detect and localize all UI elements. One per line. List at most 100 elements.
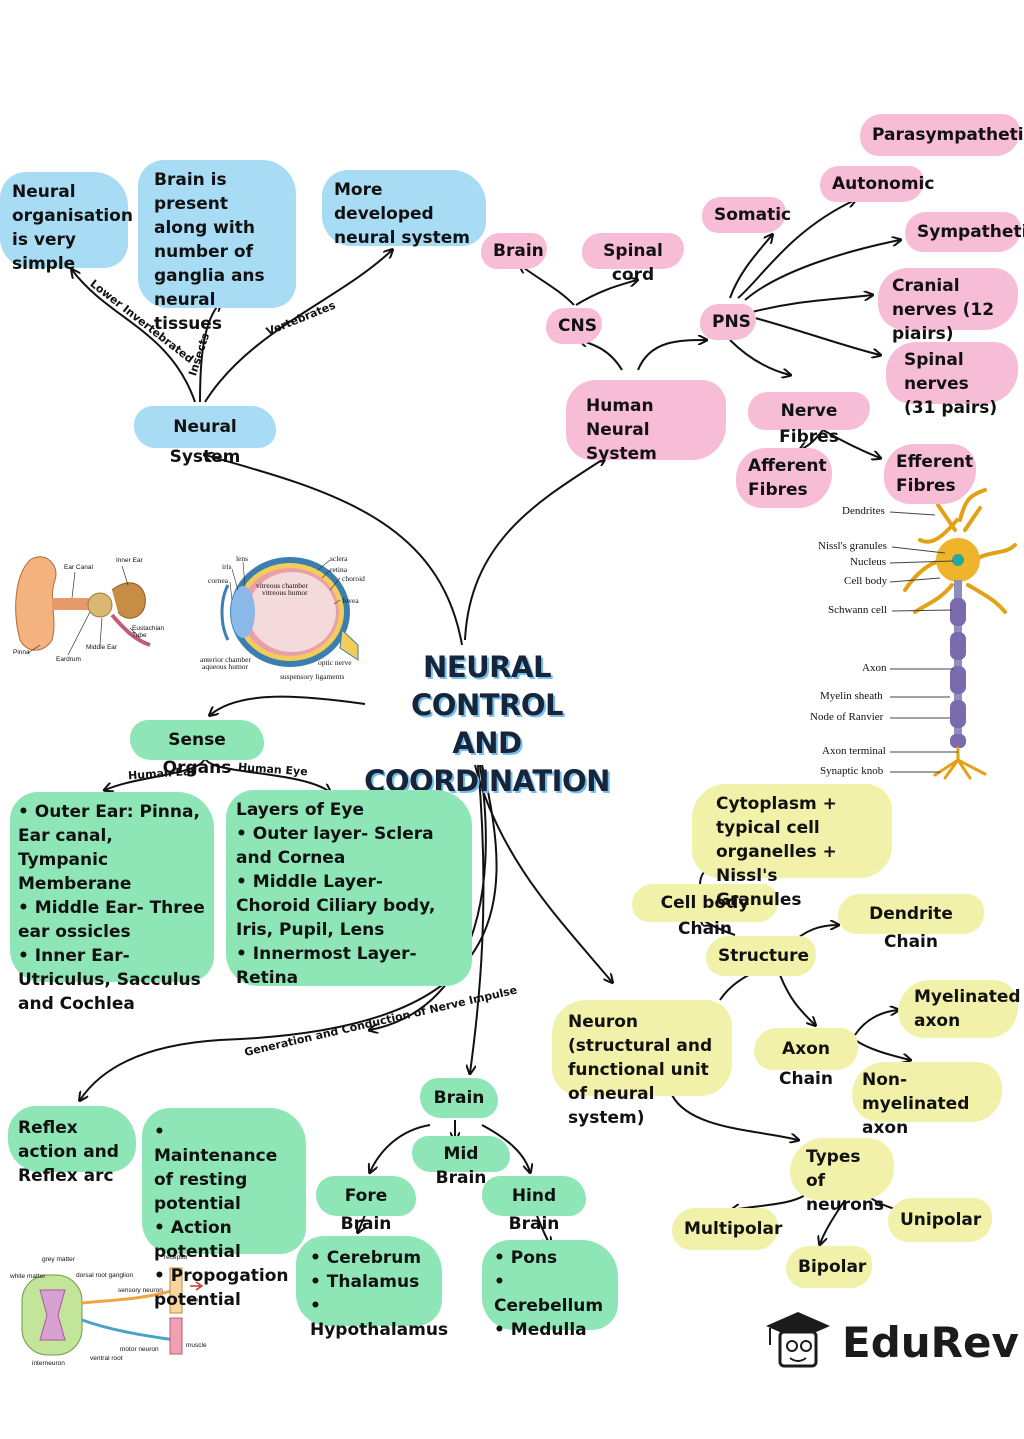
reflex-label-grey-matter: grey matter bbox=[42, 1256, 75, 1263]
insects-node: Brain is present along with number of ga… bbox=[138, 160, 296, 334]
eye-item-innermost: • Innermost Layer- Retina bbox=[236, 944, 417, 988]
fore-brain-items: • Cerebrum • Thalamus • Hypothalamus bbox=[296, 1236, 448, 1340]
arrow-autonomic bbox=[737, 200, 855, 299]
dendrite-chain-node: Dendrite Chain bbox=[838, 894, 984, 952]
eye-diagram bbox=[220, 557, 359, 667]
arrow-reflex bbox=[80, 764, 498, 1100]
edurev-logo bbox=[766, 1312, 830, 1368]
ear-item-inner: • Inner Ear- Utriculus, Sacculus and Coc… bbox=[18, 946, 201, 1014]
neural-system-node: Neural System bbox=[134, 406, 276, 467]
cytoplasm-node: Cytoplasm + typical cell organelles + Ni… bbox=[692, 784, 892, 910]
arrow-non-myelinated bbox=[854, 1039, 910, 1060]
arrow-nerve-fibres bbox=[729, 339, 790, 375]
neuron-diagram bbox=[889, 488, 1017, 780]
pns-node: PNS bbox=[700, 304, 756, 340]
reflex-arc-diagram bbox=[21, 1267, 204, 1356]
arrow-sense-organs bbox=[210, 695, 366, 715]
nerve-fibres-node: Nerve Fibres bbox=[748, 392, 870, 447]
neuron-label-node-ranvier: Node of Ranvier bbox=[810, 711, 884, 723]
types-node: Types of neurons bbox=[790, 1138, 894, 1215]
reflex-node: Reflex action and Reflex arc bbox=[8, 1106, 136, 1186]
autonomic-node: Autonomic bbox=[820, 166, 934, 202]
neuron-label-nucleus: Nucleus bbox=[850, 556, 887, 568]
brain-node: Brain bbox=[481, 233, 547, 269]
human-neural-system-node: Human Neural System bbox=[566, 380, 726, 464]
arrow-fore-brain bbox=[370, 1124, 431, 1172]
mid-brain-node: Mid Brain bbox=[412, 1136, 510, 1188]
arrow-lower bbox=[72, 270, 196, 403]
eye-label-aqueous-humor: aqueous humor bbox=[202, 662, 249, 671]
arrow-insects bbox=[199, 303, 220, 403]
arrow-to-neural-system bbox=[205, 455, 463, 646]
impulse-item-action: • Action potential bbox=[154, 1218, 241, 1262]
ear-label-canal: Ear Canal bbox=[64, 564, 93, 571]
human-ear-node: • Outer Ear: Pinna, Ear canal, Tympanic … bbox=[10, 792, 214, 1014]
arrow-neuron bbox=[474, 764, 612, 982]
neuron-label-axon: Axon bbox=[862, 662, 887, 674]
spinal-nerves-node: Spinal nerves (31 pairs) bbox=[886, 342, 1018, 418]
arrow-spinal-cord bbox=[575, 280, 637, 306]
reflex-label-muscle: muscle bbox=[186, 1342, 207, 1349]
eye-label-vitreous-chamber: vitreous chamber bbox=[256, 581, 308, 590]
bipolar-node: Bipolar bbox=[786, 1246, 872, 1288]
arrow-types bbox=[671, 1094, 798, 1140]
main-title: NEURAL CONTROL AND COORDINATION bbox=[358, 648, 616, 800]
human-eye-node: Layers of Eye • Outer layer- Sclera and … bbox=[226, 790, 472, 988]
eye-label-lens: lens bbox=[236, 554, 249, 563]
arrow-to-human-neural bbox=[464, 458, 605, 641]
cell-body-chain-node: Cell body Chain bbox=[632, 884, 778, 939]
eye-item-heading: Layers of Eye bbox=[236, 800, 365, 820]
lower-invertebrates-node: Neural organisation is very simple bbox=[0, 172, 133, 274]
unipolar-node: Unipolar bbox=[888, 1198, 992, 1242]
reflex-label-ventral-root: ventral root bbox=[90, 1355, 123, 1362]
eye-label-vitreous-humor: vitreous humor bbox=[262, 588, 308, 597]
eye-label-anterior-chamber: anterior chamber bbox=[200, 655, 252, 664]
impulse-item-resting: • Maintenance of resting potential bbox=[154, 1122, 278, 1214]
ear-label-middle: Middle Ear bbox=[86, 644, 118, 651]
fore-item-hypothalamus: • Hypothalamus bbox=[310, 1296, 449, 1340]
hind-item-pons: • Pons bbox=[494, 1248, 558, 1268]
title-line-2: AND bbox=[452, 726, 522, 760]
reflex-label-interneuron: interneuron bbox=[32, 1360, 65, 1367]
reflex-label-white-matter: white matter bbox=[10, 1273, 46, 1280]
brain-bottom-node: Brain bbox=[420, 1078, 498, 1118]
arrow-sympathetic bbox=[744, 240, 900, 301]
non-myelinated-node: Non-myelinated axon bbox=[852, 1062, 1002, 1138]
eye-label-iris: iris bbox=[222, 562, 232, 571]
eye-item-outer: • Outer layer- Sclera and Cornea bbox=[236, 824, 434, 868]
efferent-fibres-node: Efferent Fibres bbox=[884, 444, 976, 504]
hind-item-medulla: • Medulla bbox=[494, 1320, 587, 1340]
vertebrates-node: More developed neural system bbox=[322, 170, 486, 248]
sense-organs-node: Sense Organs bbox=[130, 720, 264, 778]
fore-brain-node: Fore Brain bbox=[316, 1176, 416, 1234]
arrow-spinal bbox=[754, 317, 880, 355]
hind-item-cerebellum: • Cerebellum bbox=[494, 1272, 604, 1316]
neuron-label-dendrites: Dendrites bbox=[842, 505, 885, 517]
fore-item-cerebrum: • Cerebrum bbox=[310, 1248, 422, 1268]
structure-node: Structure bbox=[706, 936, 816, 976]
arrow-bipolar bbox=[820, 1199, 846, 1244]
somatic-node: Somatic bbox=[702, 197, 791, 233]
eye-label-suspensory: suspensory ligaments bbox=[280, 672, 345, 681]
afferent-fibres-node: Afferent Fibres bbox=[736, 448, 832, 508]
arrow-cranial bbox=[751, 295, 872, 313]
title-line-1: NEURAL CONTROL bbox=[411, 650, 563, 722]
reflex-label-receptor: receptor bbox=[164, 1254, 188, 1261]
neuron-label-nissl: Nissl's granules bbox=[818, 540, 887, 552]
multipolar-node: Multipolar bbox=[672, 1208, 782, 1250]
neuron-label-myelin: Myelin sheath bbox=[820, 690, 883, 702]
arrow-pns bbox=[637, 340, 706, 371]
neuron-label-schwann: Schwann cell bbox=[828, 604, 887, 616]
arrow-brain bbox=[520, 265, 575, 306]
reflex-label-pin: pin bbox=[190, 1297, 199, 1304]
arrow-brain-bottom bbox=[470, 764, 485, 1073]
impulse-node: • Maintenance of resting potential • Act… bbox=[142, 1108, 306, 1310]
edurev-brand: EduRev bbox=[842, 1318, 1019, 1367]
eye-label-optic-nerve: optic nerve bbox=[318, 658, 352, 667]
ear-item-outer: • Outer Ear: Pinna, Ear canal, Tympanic … bbox=[18, 802, 200, 894]
ear-label-pinna: Pinna bbox=[13, 649, 30, 656]
arrow-human-ear bbox=[105, 757, 206, 790]
eye-label-retina: retina bbox=[330, 565, 348, 574]
ear-label-eustachian: Eustachian Tube bbox=[132, 625, 165, 639]
